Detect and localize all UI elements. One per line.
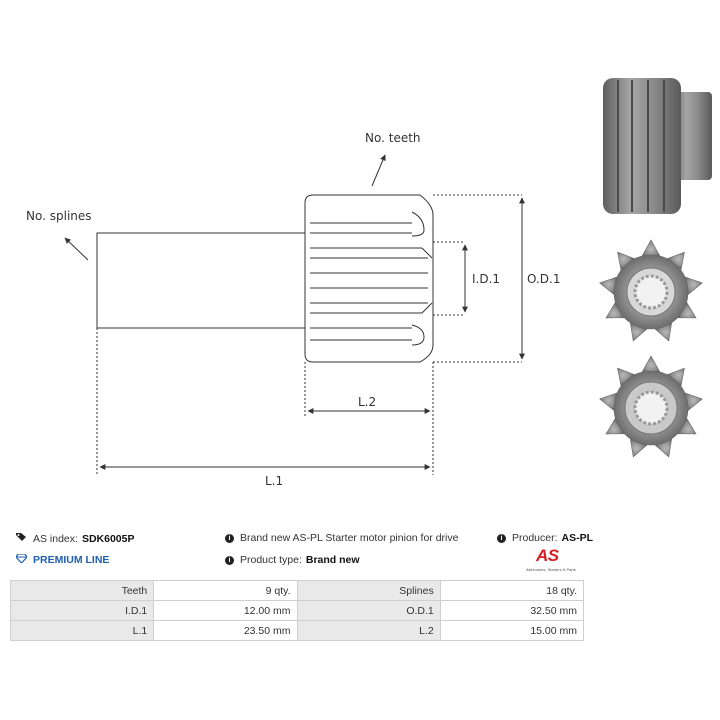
product-type-value: Brand new (305, 554, 360, 566)
label-no-splines: No. splines (26, 209, 92, 223)
spec-value: 9 qty. (153, 580, 298, 601)
description-text: Brand new AS-PL Starter motor pinion for… (240, 532, 459, 544)
product-description: i Brand new AS-PL Starter motor pinion f… (225, 532, 458, 544)
info-icon: i (225, 533, 234, 543)
shaft-outline (96, 232, 306, 329)
spec-value: 18 qty. (439, 580, 585, 601)
dimension-lines (64, 154, 525, 470)
logo-tagline: Alternators, Starters & Parts (526, 567, 576, 572)
table-row: Teeth 9 qty. Splines 18 qty. (9, 580, 585, 601)
premium-line-text: PREMIUM LINE (33, 554, 110, 566)
spec-key: Teeth (9, 580, 155, 601)
label-no-teeth: No. teeth (365, 131, 421, 145)
spec-key: Splines (296, 580, 441, 601)
spec-key: L.2 (296, 620, 441, 641)
spec-key: I.D.1 (9, 600, 155, 621)
producer: i Producer: AS-PL (497, 532, 593, 544)
spec-table: Teeth 9 qty. Splines 18 qty. I.D.1 12.00… (9, 580, 585, 641)
label-id1: I.D.1 (472, 272, 500, 286)
producer-value: AS-PL (561, 532, 594, 544)
technical-drawing: No. teeth No. splines I.D.1 O.D.1 L.2 L.… (26, 78, 712, 488)
info-icon: i (497, 533, 506, 543)
as-pl-logo: AS Alternators, Starters & Parts (526, 546, 584, 574)
spec-value: 15.00 mm (439, 620, 585, 641)
label-od1: O.D.1 (527, 272, 560, 286)
as-index: AS index: SDK6005P (16, 532, 134, 545)
pinion-photo-back (599, 355, 703, 458)
product-type-label: Product type: (240, 554, 302, 566)
diamond-icon (15, 553, 28, 566)
gear-head-outline (304, 194, 434, 363)
tag-icon (16, 532, 27, 545)
label-l1: L.1 (265, 474, 283, 488)
premium-line-badge: PREMIUM LINE (15, 553, 110, 566)
spec-value: 32.50 mm (439, 600, 585, 621)
spec-key: O.D.1 (296, 600, 441, 621)
table-row: L.1 23.50 mm L.2 15.00 mm (9, 620, 585, 641)
extension-lines (96, 194, 522, 475)
spec-key: L.1 (9, 620, 155, 641)
table-row: I.D.1 12.00 mm O.D.1 32.50 mm (9, 600, 585, 621)
info-icon: i (225, 555, 234, 565)
product-type: i Product type: Brand new (225, 554, 360, 566)
producer-label: Producer: (512, 532, 558, 544)
spec-value: 23.50 mm (153, 620, 298, 641)
as-index-label: AS index: (33, 532, 78, 545)
spec-value: 12.00 mm (153, 600, 298, 621)
as-index-value: SDK6005P (81, 532, 135, 545)
label-l2: L.2 (358, 395, 376, 409)
pinion-photo-front (599, 239, 703, 342)
logo-mark: AS (536, 546, 559, 565)
pinion-photo-side (603, 78, 712, 214)
